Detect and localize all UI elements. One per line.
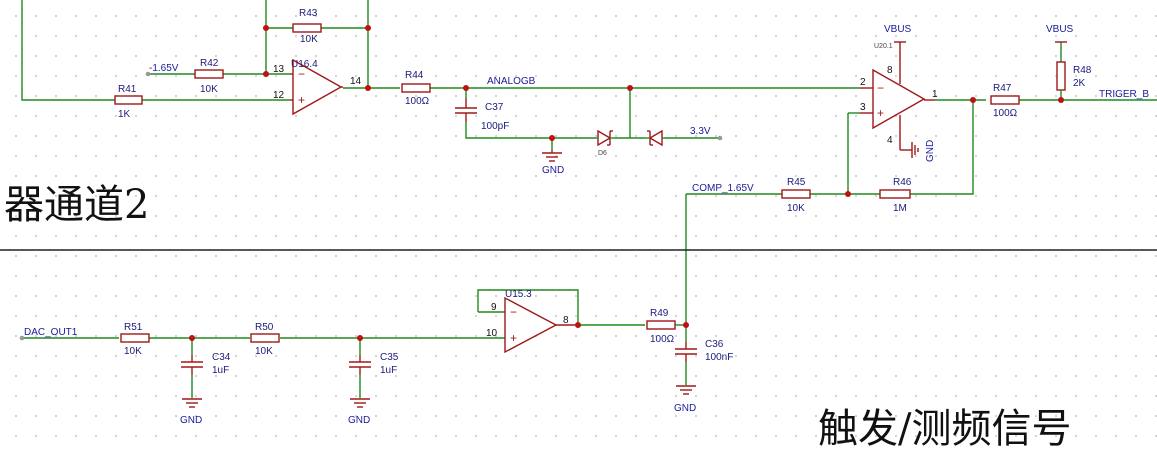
u15-pin-noninv: 10	[486, 328, 498, 339]
r49-ref: R49	[650, 308, 669, 319]
r42-value: 10K	[200, 84, 218, 95]
r51-ref: R51	[124, 322, 143, 333]
r48-value: 2K	[1073, 78, 1086, 89]
u20-minus-sign: −	[877, 81, 884, 95]
net-gnd-c35: GND	[348, 415, 370, 426]
section-title-trigger: 触发/测频信号	[818, 406, 1071, 451]
u16-minus-sign: −	[298, 67, 305, 81]
resistor-r44[interactable]: R44 100Ω	[401, 70, 431, 107]
net-gnd-c37: GND	[542, 165, 564, 176]
r41-ref: R41	[118, 84, 137, 95]
r45-value: 10K	[787, 203, 805, 214]
c37-value: 100pF	[481, 121, 509, 132]
net-port-3v3	[717, 135, 723, 141]
u15-pin-out: 8	[563, 315, 569, 326]
capacitor-c36[interactable]: C36 100nF	[675, 339, 733, 363]
capacitor-c35[interactable]: C35 1uF	[349, 352, 399, 376]
c34-value: 1uF	[212, 365, 229, 376]
r50-value: 10K	[255, 346, 273, 357]
u20-ref: U20.1	[874, 43, 893, 50]
r43-ref: R43	[299, 8, 318, 19]
diode-d6[interactable]: D6	[595, 129, 665, 157]
r51-value: 10K	[124, 346, 142, 357]
u15-plus-sign: +	[510, 331, 517, 345]
net-port-dac-out1	[19, 335, 25, 341]
vbus-r48-symbol: VBUS	[1046, 24, 1074, 43]
u16-pin-inv: 13	[273, 64, 285, 75]
r50-ref: R50	[255, 322, 274, 333]
junction-dots	[189, 25, 1064, 341]
c36-value: 100nF	[705, 352, 733, 363]
u15-minus-sign: −	[510, 305, 517, 319]
net-analogb: ANALOGB	[487, 76, 536, 87]
resistor-r51[interactable]: R51 10K	[120, 322, 150, 357]
net-dac-out1: DAC_OUT1	[24, 327, 78, 338]
r46-ref: R46	[893, 177, 912, 188]
gnd-symbol-c35: GND	[348, 398, 370, 426]
c34-ref: C34	[212, 352, 231, 363]
r42-ref: R42	[200, 58, 219, 69]
u20-plus-sign: +	[877, 106, 884, 120]
r46-value: 1M	[893, 203, 907, 214]
resistor-r42[interactable]: R42 10K	[194, 58, 224, 95]
r48-ref: R48	[1073, 65, 1092, 76]
u16-plus-sign: +	[298, 93, 305, 107]
resistor-r45[interactable]: R45 10K	[781, 177, 811, 214]
d6-ref: D6	[598, 150, 607, 157]
r41-value: 1K	[118, 109, 131, 120]
c35-value: 1uF	[380, 365, 397, 376]
u16-pin-noninv: 12	[273, 90, 285, 101]
u20-pin-inv: 2	[860, 77, 866, 88]
u20-pin-vcc: 8	[887, 65, 893, 76]
c35-ref: C35	[380, 352, 399, 363]
net-gnd-u20: GND	[925, 140, 936, 162]
u15-pin-inv: 9	[491, 302, 497, 313]
u15-ref: U15.3	[505, 289, 532, 300]
gnd-symbol-c34: GND	[180, 398, 202, 426]
c37-ref: C37	[485, 102, 504, 113]
r44-value: 100Ω	[405, 96, 430, 107]
capacitor-c37[interactable]: C37 100pF	[455, 98, 509, 132]
u16-ref: U16.4	[291, 59, 318, 70]
resistor-r47[interactable]: R47 100Ω	[990, 83, 1020, 119]
r47-ref: R47	[993, 83, 1012, 94]
net-port-neg1v65	[145, 71, 151, 77]
net-triger-b: TRIGER_B	[1099, 89, 1149, 100]
resistor-r41[interactable]: R41 1K	[114, 84, 143, 120]
opamp-u15[interactable]: − + U15.3 9 10 8	[486, 289, 575, 354]
net-vbus-u20: VBUS	[884, 24, 912, 35]
net-comp-1v65: COMP_1.65V	[692, 183, 754, 194]
comparator-u20[interactable]: − + U20.1 2 3 1 8 4 GND VBUS	[860, 24, 938, 162]
net-3v3: 3.3V	[690, 126, 711, 137]
r43-value: 10K	[300, 34, 318, 45]
resistor-r48[interactable]: R48 2K	[1056, 42, 1092, 95]
u20-pin-noninv: 3	[860, 102, 866, 113]
wires	[21, 0, 1157, 398]
r45-ref: R45	[787, 177, 806, 188]
u16-pin-out: 14	[350, 76, 362, 87]
r44-ref: R44	[405, 70, 424, 81]
net-neg-1v65: -1.65V	[149, 63, 179, 74]
u20-pin-out: 1	[932, 89, 938, 100]
gnd-symbol-c36: GND	[674, 385, 696, 414]
r49-value: 100Ω	[650, 334, 675, 345]
resistor-r43[interactable]: R43 10K	[292, 8, 322, 45]
section-title-channel2: 器通道2	[4, 182, 149, 228]
capacitor-c34[interactable]: C34 1uF	[181, 352, 231, 376]
net-gnd-c36: GND	[674, 403, 696, 414]
net-vbus-r48: VBUS	[1046, 24, 1074, 35]
c36-ref: C36	[705, 339, 724, 350]
resistor-r50[interactable]: R50 10K	[250, 322, 280, 357]
resistor-r49[interactable]: R49 100Ω	[646, 308, 676, 345]
opamp-u16[interactable]: − + U16.4 13 12 14	[273, 58, 362, 116]
u20-pin-gnd: 4	[887, 135, 893, 146]
gnd-symbol-c37: GND	[542, 150, 564, 176]
net-gnd-c34: GND	[180, 415, 202, 426]
resistor-r46[interactable]: R46 1M	[879, 177, 912, 214]
r47-value: 100Ω	[993, 108, 1018, 119]
